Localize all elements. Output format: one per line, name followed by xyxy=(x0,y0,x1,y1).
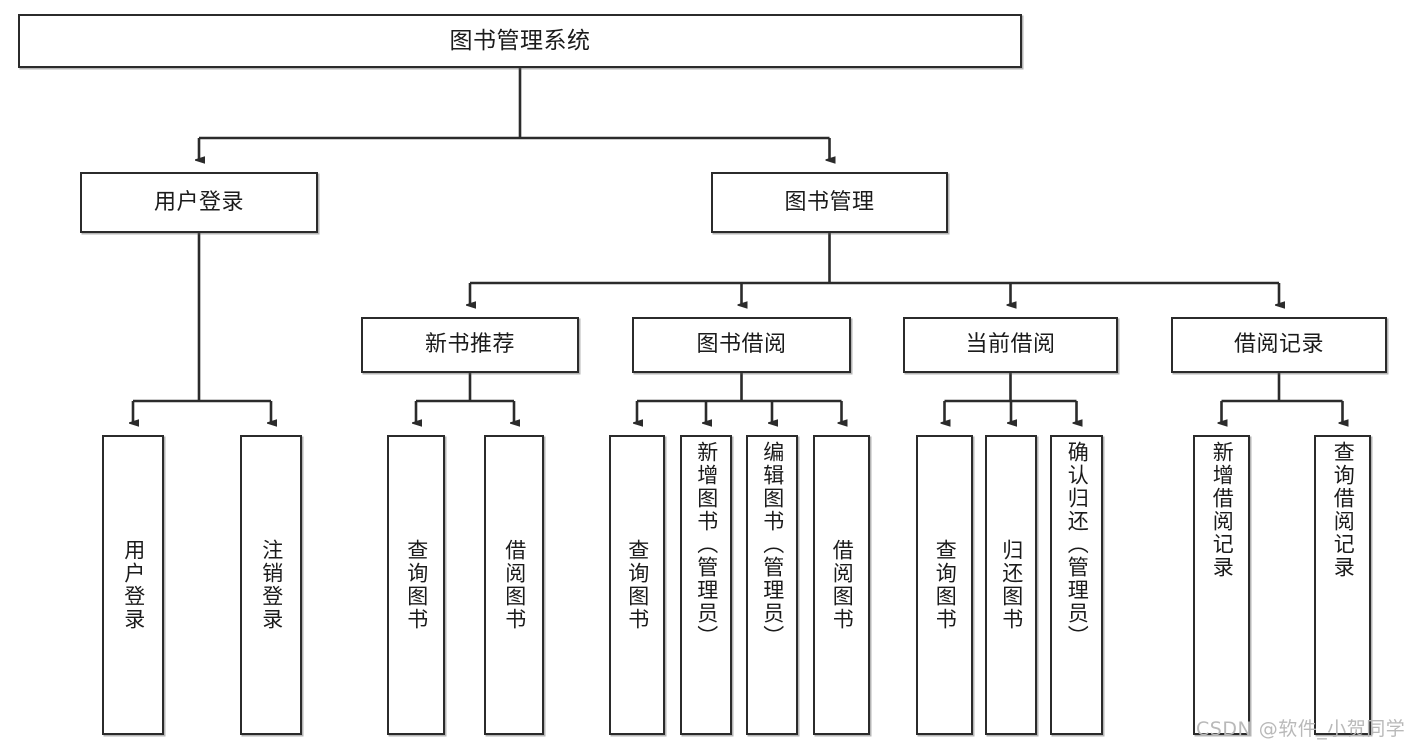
connector-trunk xyxy=(470,233,1279,285)
node-n-book-manage[interactable]: 图书管理 xyxy=(711,172,948,233)
node-label: 图书管理 xyxy=(784,189,875,215)
node-label: 借阅记录 xyxy=(1233,332,1324,358)
connector-trunk xyxy=(133,233,271,403)
node-label: 查询图书 xyxy=(404,539,429,631)
node-n-current-borrow[interactable]: 当前借阅 xyxy=(903,317,1118,373)
connector-trunk xyxy=(944,373,1077,403)
node-label: 确认归还（管理员） xyxy=(1065,441,1090,648)
node-l-query-book-2[interactable]: 查询图书 xyxy=(609,435,665,735)
node-l-user-login[interactable]: 用户登录 xyxy=(102,435,164,735)
node-n-user-login[interactable]: 用户登录 xyxy=(80,172,318,233)
node-label: 图书借阅 xyxy=(696,332,787,358)
node-label: 新增图书（管理员） xyxy=(694,441,719,648)
connector-trunk xyxy=(416,373,514,403)
node-n-book-borrow[interactable]: 图书借阅 xyxy=(632,317,851,373)
node-l-edit-book-admin[interactable]: 编辑图书（管理员） xyxy=(746,435,798,735)
node-label: 新增借阅记录 xyxy=(1210,441,1235,579)
node-l-borrow-book-1[interactable]: 借阅图书 xyxy=(484,435,544,735)
connector-trunk xyxy=(199,68,830,140)
node-label: 借阅图书 xyxy=(502,539,527,631)
node-label: 当前借阅 xyxy=(965,332,1056,358)
node-label: 注销登录 xyxy=(259,539,284,631)
node-label: 查询图书 xyxy=(625,539,650,631)
node-label: 借阅图书 xyxy=(830,539,855,631)
node-l-borrow-book-2[interactable]: 借阅图书 xyxy=(813,435,870,735)
csdn-watermark: CSDN @软件_小贺同学 xyxy=(1196,718,1405,740)
node-l-return-book[interactable]: 归还图书 xyxy=(985,435,1037,735)
node-n-borrow-record[interactable]: 借阅记录 xyxy=(1171,317,1387,373)
node-label: 归还图书 xyxy=(999,539,1024,631)
node-l-add-borrow-record[interactable]: 新增借阅记录 xyxy=(1193,435,1250,735)
node-label: 新书推荐 xyxy=(424,332,515,358)
node-l-query-borrow-record[interactable]: 查询借阅记录 xyxy=(1314,435,1371,735)
node-l-user-logout[interactable]: 注销登录 xyxy=(240,435,302,735)
node-l-confirm-return-admin[interactable]: 确认归还（管理员） xyxy=(1050,435,1103,735)
connector-trunk xyxy=(1221,373,1343,403)
node-n-new-book-rec[interactable]: 新书推荐 xyxy=(361,317,579,373)
node-label: 查询借阅记录 xyxy=(1331,441,1356,579)
node-root[interactable]: 图书管理系统 xyxy=(18,14,1022,68)
node-l-query-book-1[interactable]: 查询图书 xyxy=(387,435,445,735)
node-l-add-book-admin[interactable]: 新增图书（管理员） xyxy=(680,435,732,735)
connector-trunk xyxy=(637,373,842,403)
node-label: 编辑图书（管理员） xyxy=(760,441,785,648)
node-label: 用户登录 xyxy=(153,189,244,215)
node-label: 图书管理系统 xyxy=(449,27,591,54)
node-l-query-book-3[interactable]: 查询图书 xyxy=(916,435,973,735)
node-label: 查询图书 xyxy=(933,539,958,631)
node-label: 用户登录 xyxy=(121,539,146,631)
